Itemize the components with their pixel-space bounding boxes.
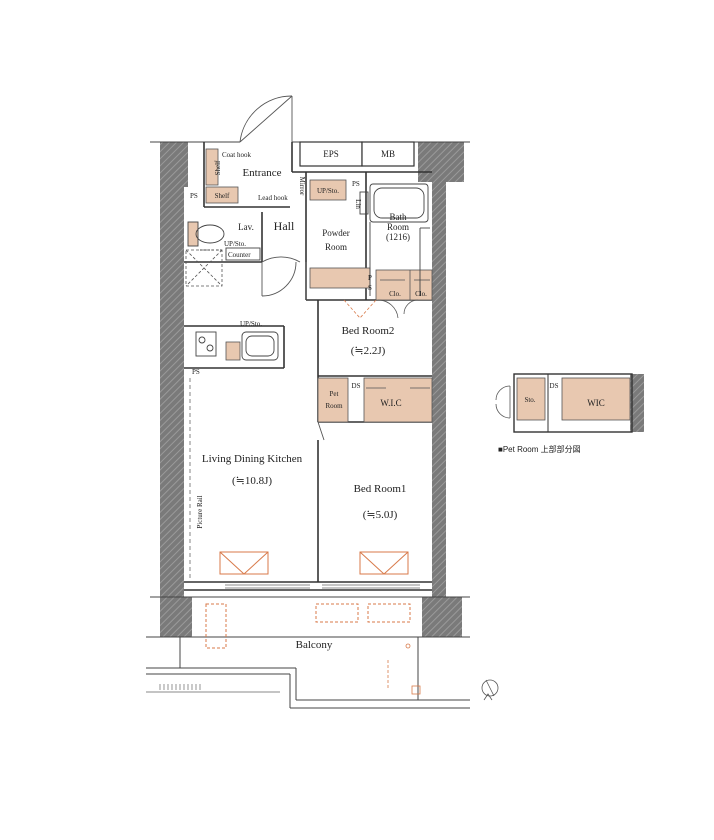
bedroom2-label: Bed Room2 <box>342 325 395 337</box>
entrance-door[interactable] <box>239 95 293 143</box>
balcony-drain-slats <box>159 684 201 690</box>
bath-room-label-3: (1216) <box>386 232 410 242</box>
bedroom1-size: (≒5.0J) <box>363 509 398 521</box>
ds-wic-label: DS <box>352 382 361 390</box>
closet-1-label: Clo. <box>389 290 401 298</box>
eps-box: EPS <box>299 141 363 167</box>
ldk-size: (≒10.8J) <box>232 475 272 487</box>
bedroom1-door[interactable] <box>317 421 325 441</box>
bathtub <box>359 183 430 296</box>
kitchen-fixtures <box>195 331 279 361</box>
bedroom2-door[interactable] <box>343 299 377 319</box>
ps-bath-label: PS <box>352 180 360 188</box>
balcony-accent <box>387 643 421 695</box>
ps-vertical-label-1: P <box>368 274 372 282</box>
up-sto-powder-label: UP/Sto. <box>317 187 339 195</box>
inset-plan: Sto. DS WIC <box>495 373 633 433</box>
pet-room-label-2: Room <box>325 402 343 410</box>
up-sto-lav-label: UP/Sto. <box>224 240 246 248</box>
ps-entrance-label: PS <box>190 192 198 200</box>
storage-x-box <box>185 249 223 287</box>
ps-kitchen-label: PS <box>192 368 200 376</box>
shelf-horizontal <box>205 186 239 204</box>
bedroom2-size: (≒2.2J) <box>351 345 386 357</box>
shelf-vertical-label: Shelf <box>214 160 222 175</box>
pet-room-label-1: Pet <box>330 390 339 398</box>
eps-label: EPS <box>323 149 339 159</box>
lav-label: Lav. <box>238 222 254 232</box>
ac-markers <box>205 551 411 649</box>
closet-storage <box>375 269 433 301</box>
entrance-label: Entrance <box>242 167 281 179</box>
coat-hook-label: Coat hook <box>222 151 251 159</box>
powder-room-label-2: Room <box>325 242 347 252</box>
lav-counter <box>225 247 261 261</box>
inset-sto-label: Sto. <box>524 396 535 404</box>
inset-wic-label: WIC <box>587 398 605 408</box>
structural-walls <box>160 142 644 637</box>
lin-label: Lin <box>354 199 362 209</box>
toilet <box>187 221 225 251</box>
powder-lower-storage <box>309 267 371 289</box>
ldk-label: Living Dining Kitchen <box>202 453 303 465</box>
hall-door[interactable] <box>261 256 307 300</box>
ps-vertical-label-2: S <box>368 284 372 292</box>
pet-room-fill <box>317 377 349 423</box>
picture-rail-label: Picture Rail <box>196 495 204 528</box>
shelf-horizontal-label: Shelf <box>215 192 230 200</box>
wic-label: W.I.C <box>380 398 401 408</box>
inset-sto-fill <box>516 377 546 421</box>
hall-label: Hall <box>274 219 295 233</box>
powder-room-label-1: Powder <box>322 228 350 238</box>
compass-icon <box>481 679 499 701</box>
balcony-label: Balcony <box>296 639 333 651</box>
shelf-vertical <box>205 148 219 186</box>
closet-2-label: Clo. <box>415 290 427 298</box>
storage-fills <box>205 148 631 423</box>
inset-wic-fill <box>561 377 631 421</box>
balcony-structure <box>146 637 470 709</box>
powder-upper-storage <box>309 179 347 201</box>
mb-box: MB <box>361 141 415 167</box>
wic-fill <box>363 377 433 423</box>
inset-caption: ■Pet Room 上部部分図 <box>498 444 581 454</box>
up-sto-kitchen-label: UP/Sto. <box>240 320 262 328</box>
interior-walls <box>184 142 432 591</box>
bath-room-label-1: Bath <box>390 212 407 222</box>
counter-label: Counter <box>228 251 251 259</box>
lead-hook-label: Lead hook <box>258 194 288 202</box>
windows <box>225 584 420 589</box>
mirror-label: Mirror <box>298 177 306 196</box>
bedroom1-label: Bed Room1 <box>354 483 407 495</box>
inset-ds-label: DS <box>550 382 559 390</box>
bath-room-label-2: Room <box>387 222 409 232</box>
kitchen-upper-storage <box>225 341 241 361</box>
mb-label: MB <box>381 149 395 159</box>
closet-details <box>366 270 430 389</box>
